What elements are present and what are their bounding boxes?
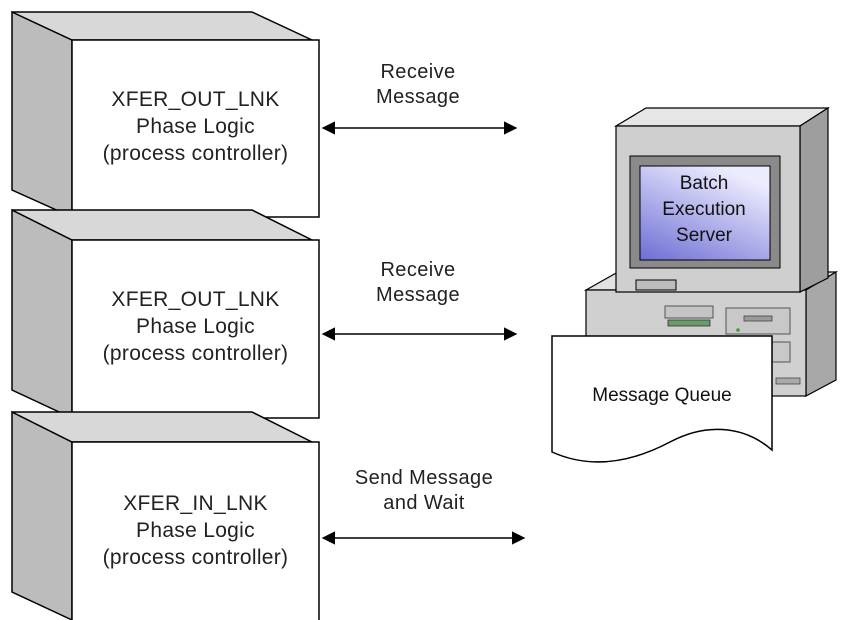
arrow-2-label: Receive Message — [338, 258, 498, 308]
led-panel — [667, 319, 711, 327]
phase-block-2-subtitle: Phase Logic — [136, 315, 255, 338]
message-queue-label: Message Queue — [592, 385, 732, 406]
phase-block-2-label: XFER_OUT_LNK Phase Logic (process contro… — [72, 286, 319, 367]
arrow-3-label-line2: and Wait — [383, 492, 465, 514]
arrow-1-label-line2: Message — [376, 86, 460, 108]
monitor-stand — [635, 279, 677, 291]
phase-block-2 — [11, 208, 320, 420]
phase-block-1-caption: (process controller) — [102, 142, 289, 165]
power-led — [736, 328, 740, 332]
monitor-top — [613, 107, 831, 127]
message-queue-document — [551, 335, 773, 463]
phase-block-1-label: XFER_OUT_LNK Phase Logic (process contro… — [72, 86, 319, 167]
phase-block-1-face — [71, 39, 320, 218]
phase-block-3-subtitle: Phase Logic — [136, 519, 255, 542]
server-label-line3: Server — [676, 225, 732, 246]
arrow-1-label-line1: Receive — [380, 61, 456, 83]
phase-block-2-caption: (process controller) — [102, 342, 289, 365]
phase-block-3-side — [11, 410, 73, 620]
monitor-side — [799, 106, 829, 293]
phase-block-3 — [11, 410, 320, 620]
arrow-3-label-line1: Send Message — [354, 467, 494, 489]
phase-block-3-label: XFER_IN_LNK Phase Logic (process control… — [72, 490, 319, 571]
phase-block-1-title: XFER_OUT_LNK — [111, 88, 280, 111]
server-screen-label: Batch Execution Server — [640, 171, 768, 249]
server-label-line2: Execution — [662, 199, 746, 220]
arrow-2-label-line2: Message — [376, 284, 460, 306]
phase-block-1-side — [11, 10, 73, 219]
phase-block-1 — [11, 10, 320, 219]
phase-block-3-face — [71, 441, 320, 620]
computer-base-side — [805, 270, 837, 397]
phase-block-2-title: XFER_OUT_LNK — [111, 288, 280, 311]
arrow-1-label: Receive Message — [338, 60, 498, 110]
phase-block-1-subtitle: Phase Logic — [136, 115, 255, 138]
drive-bay-slot — [743, 315, 773, 322]
floppy-slot — [775, 377, 801, 385]
arrow-3-label: Send Message and Wait — [326, 466, 522, 516]
server-label-line1: Batch — [679, 173, 729, 194]
monitor-screen — [639, 165, 771, 261]
phase-block-2-side — [11, 208, 73, 420]
phase-block-3-caption: (process controller) — [102, 546, 289, 569]
drive-slot-left — [664, 305, 714, 319]
phase-block-2-face — [71, 239, 320, 419]
computer-icon — [583, 106, 839, 397]
phase-block-3-title: XFER_IN_LNK — [123, 492, 268, 515]
arrow-2-label-line1: Receive — [380, 259, 456, 281]
